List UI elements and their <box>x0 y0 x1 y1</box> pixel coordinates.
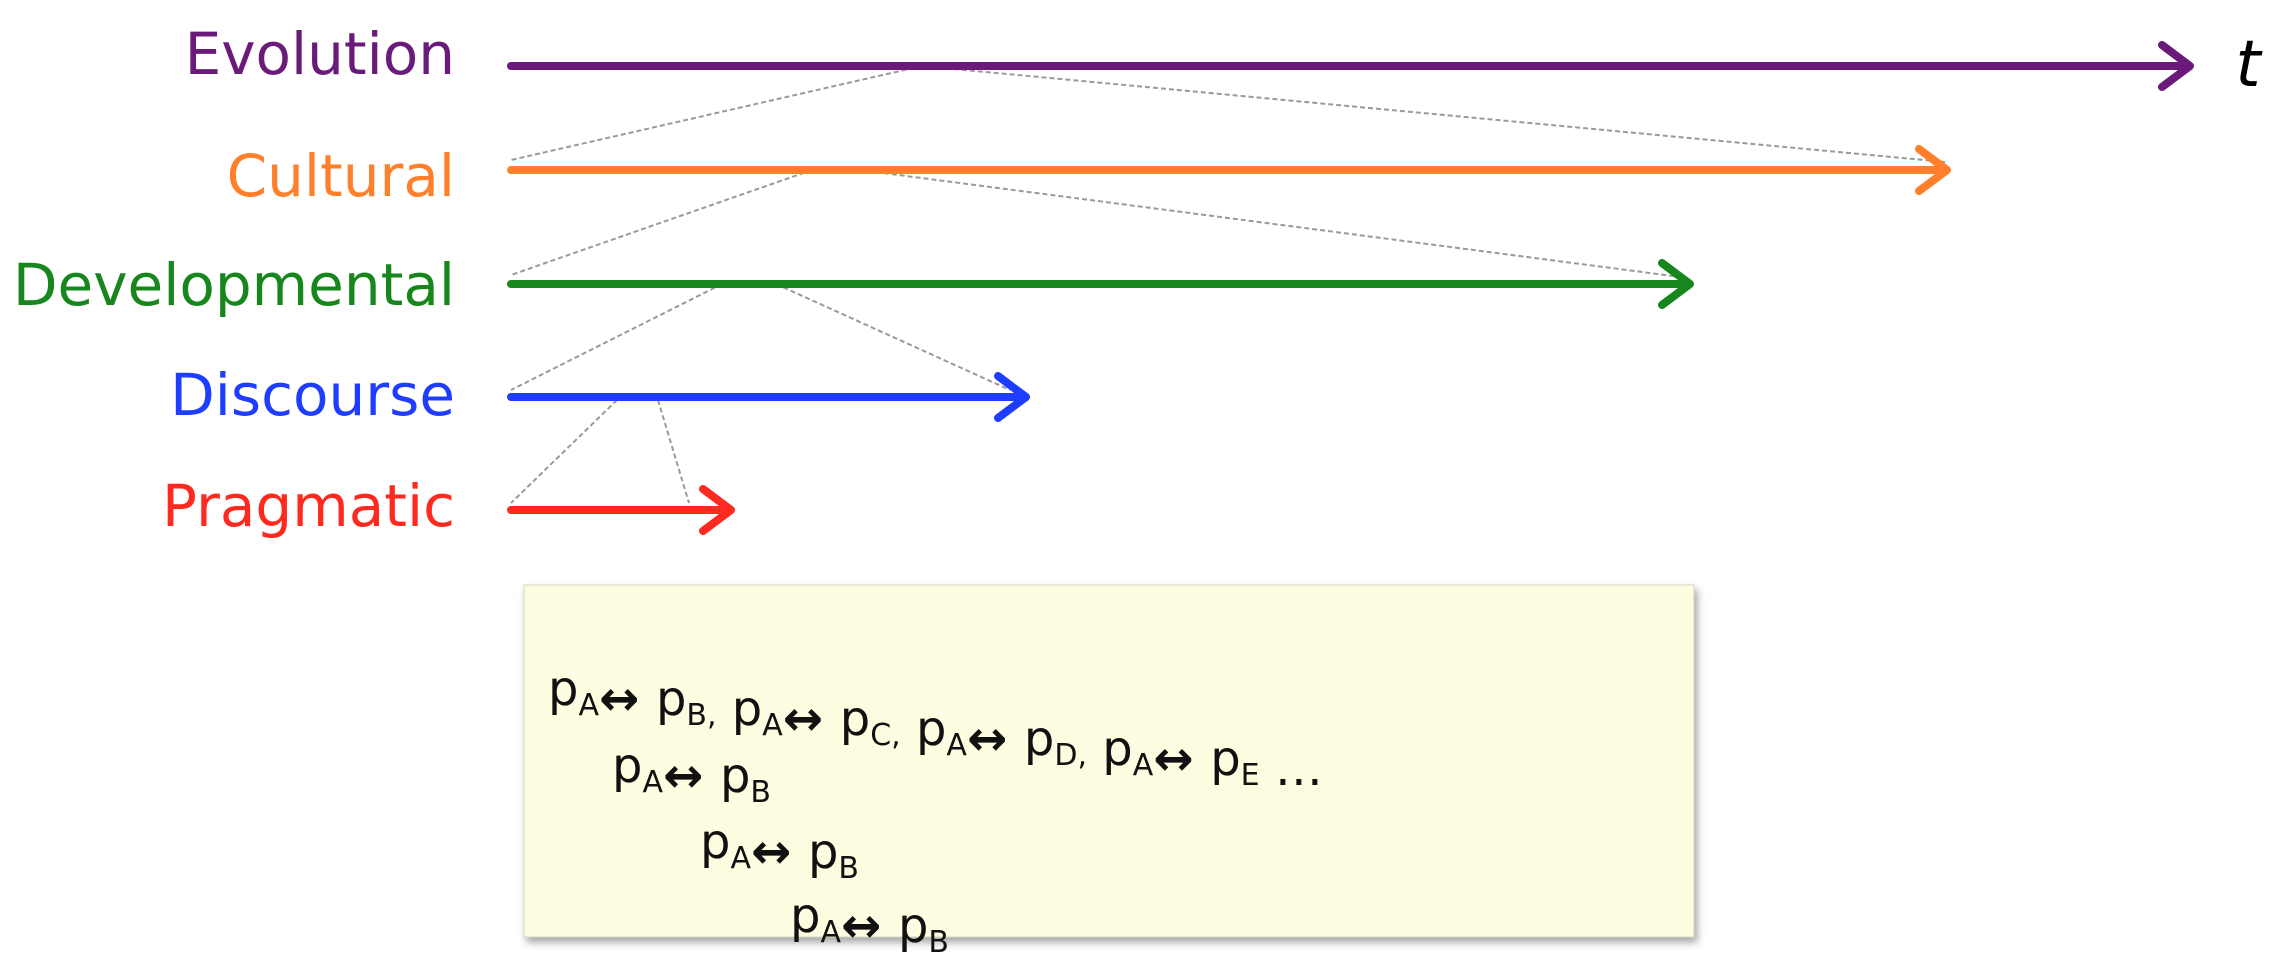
term-p: p <box>840 691 870 747</box>
interaction-line-1: pA↔ pB, pA↔ pC, pA↔ pD, pA↔ pE … <box>548 661 1323 797</box>
term-p: p <box>898 898 928 954</box>
term-subscript: A <box>642 765 663 800</box>
label-developmental: Developmental <box>13 251 455 319</box>
term-p: p <box>1024 711 1054 767</box>
interaction-arrow: ↔ <box>841 898 898 954</box>
term-subscript: B <box>838 851 859 886</box>
label-pragmatic: Pragmatic <box>162 472 455 540</box>
arrow-evolution <box>507 41 2194 91</box>
interaction-arrow: ↔ <box>663 748 720 804</box>
interaction-line-4: pA↔ pB <box>790 888 949 958</box>
term-p: p <box>790 888 820 944</box>
term-p: p <box>808 824 838 880</box>
interaction-box: pA↔ pB, pA↔ pC, pA↔ pD, pA↔ pE … pA↔ pB … <box>523 584 1695 958</box>
timescale-arrows <box>507 41 2194 535</box>
connector-evolution-cultural-left <box>510 65 923 161</box>
term-subscript: A <box>578 688 599 723</box>
arrow-pragmatic <box>507 485 735 535</box>
time-axis-label: t <box>2235 28 2263 102</box>
label-evolution: Evolution <box>185 20 455 88</box>
connector-evolution-cultural-right <box>921 65 1946 163</box>
term-subscript: B <box>928 925 949 958</box>
term-p: p <box>720 748 750 804</box>
term-p: p <box>612 738 642 794</box>
connector-developmental-discourse-right <box>775 283 1011 391</box>
label-discourse: Discourse <box>170 361 455 429</box>
interaction-arrow: ↔ <box>967 711 1024 767</box>
term-subscript: D, <box>1054 738 1087 773</box>
label-cultural: Cultural <box>227 142 455 210</box>
arrow-developmental <box>507 259 1694 309</box>
term-subscript: A <box>730 841 751 876</box>
zoom-connectors <box>510 65 1946 504</box>
term-subscript: E <box>1241 758 1260 793</box>
arrow-cultural <box>507 145 1951 195</box>
interaction-arrow: ↔ <box>599 671 656 727</box>
connector-discourse-pragmatic-left <box>510 399 618 504</box>
interaction-arrow: ↔ <box>751 824 808 880</box>
arrow-discourse <box>507 372 1030 422</box>
interaction-arrow: ↔ <box>783 691 840 747</box>
connector-developmental-discourse-left <box>510 283 723 391</box>
term-p: p <box>700 814 730 870</box>
term-subscript: A <box>1133 748 1154 783</box>
term-p: p <box>717 681 763 737</box>
term-p: p <box>901 701 947 757</box>
term-subscript: A <box>762 708 783 743</box>
interaction-line-3: pA↔ pB <box>700 814 859 886</box>
term-subscript: B, <box>686 698 716 733</box>
interaction-box-background <box>523 584 1695 938</box>
timescale-labels: Evolution Cultural Developmental Discour… <box>13 20 455 540</box>
connector-cultural-developmental-right <box>859 169 1689 279</box>
term-subscript: B <box>750 775 771 810</box>
term-subscript: A <box>820 915 841 950</box>
term-p: p <box>656 671 686 727</box>
term-p: p <box>548 661 578 717</box>
term-p: p <box>1087 721 1133 777</box>
term-subscript: C, <box>870 718 900 753</box>
connector-discourse-pragmatic-right <box>657 399 690 504</box>
ellipsis: … <box>1260 741 1323 797</box>
interaction-line-2: pA↔ pB <box>612 738 771 810</box>
connector-cultural-developmental-left <box>510 169 813 276</box>
term-p: p <box>1210 731 1240 787</box>
interaction-arrow: ↔ <box>1153 731 1210 787</box>
term-subscript: A <box>946 728 967 763</box>
